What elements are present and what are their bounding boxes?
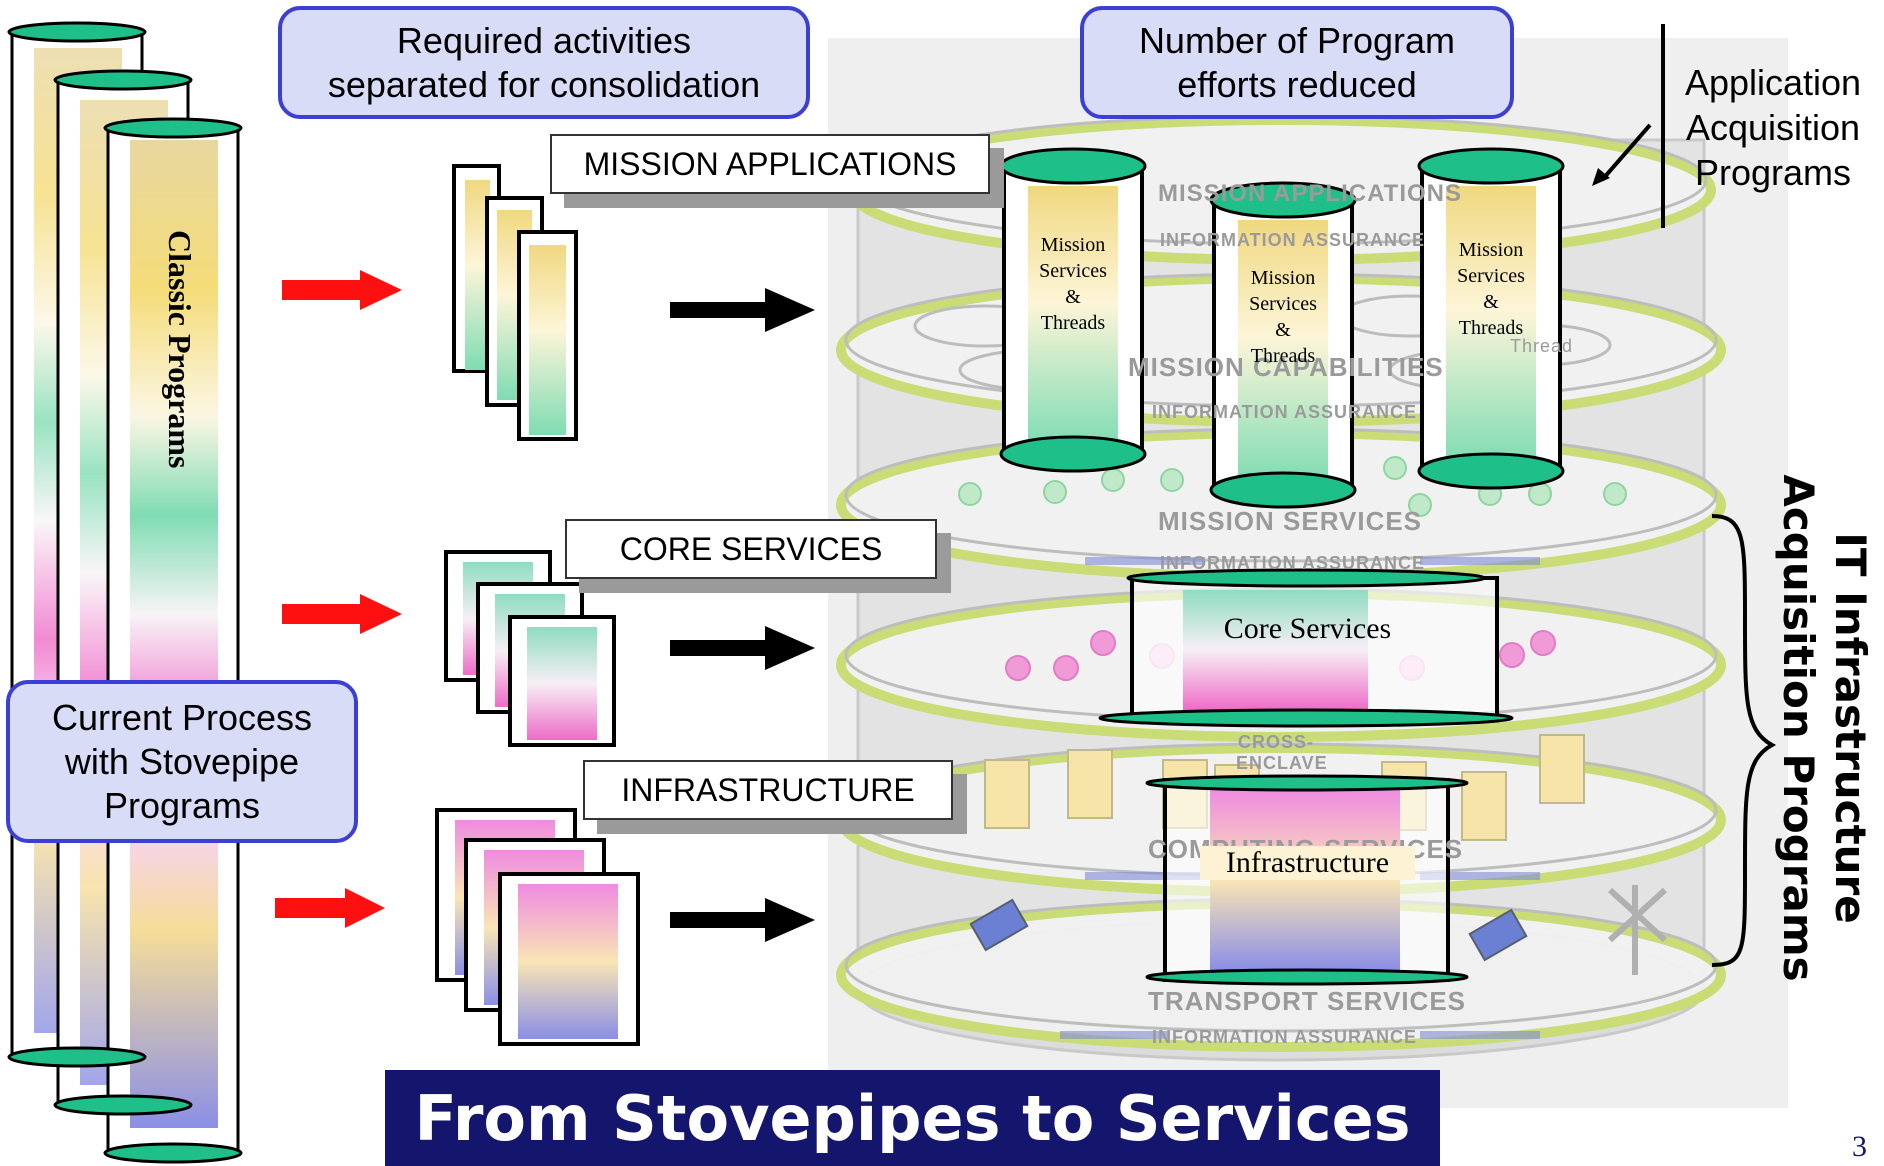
application-acquisition-label: Application Acquisition Programs	[1684, 62, 1862, 193]
it-infrastructure-label: IT Infrastructure Acquisition Programs	[1774, 474, 1875, 982]
callout-required-activities: Required activities separated for consol…	[278, 6, 810, 119]
mission-cylinder-1-text: Mission Services & Threads	[1039, 234, 1107, 334]
infrastructure-box-label: Infrastructure	[1200, 846, 1415, 880]
title-banner: From Stovepipes to Services	[385, 1070, 1440, 1166]
bg-label-cross-enclave: CROSS-ENCLAVE	[1236, 732, 1328, 773]
bg-label-transport-services: TRANSPORT SERVICES	[1148, 986, 1467, 1016]
page-number: 3	[1852, 1130, 1867, 1163]
callout-number-reduced: Number of Program efforts reduced	[1080, 6, 1514, 119]
bg-label-information-assurance-1: INFORMATION ASSURANCE	[1160, 230, 1425, 250]
mission-cylinder-3-text: Mission Services & Threads	[1457, 239, 1525, 339]
bg-label-mission-capabilities: MISSION CAPABILITIES	[1128, 352, 1444, 382]
label-mission-applications: MISSION APPLICATIONS	[550, 134, 990, 194]
bg-label-information-assurance-3: INFORMATION ASSURANCE	[1160, 553, 1425, 573]
bg-label-information-assurance-4: INFORMATION ASSURANCE	[1152, 1027, 1417, 1047]
classic-programs-label: Classic Programs	[162, 230, 198, 469]
mission-cylinder-2-text: Mission Services & Threads	[1249, 267, 1317, 367]
bg-label-mission-services: MISSION SERVICES	[1158, 506, 1423, 536]
bg-label-mission-applications: MISSION APPLICATIONS	[1158, 180, 1463, 207]
bg-label-thread: Thread	[1510, 336, 1574, 356]
callout-current-process: Current Process with Stovepipe Programs	[6, 680, 358, 843]
bg-label-information-assurance-2: INFORMATION ASSURANCE	[1152, 402, 1417, 422]
label-core-services: CORE SERVICES	[565, 519, 937, 579]
label-infrastructure: INFRASTRUCTURE	[583, 760, 953, 820]
core-services-box-label: Core Services	[1223, 612, 1392, 645]
